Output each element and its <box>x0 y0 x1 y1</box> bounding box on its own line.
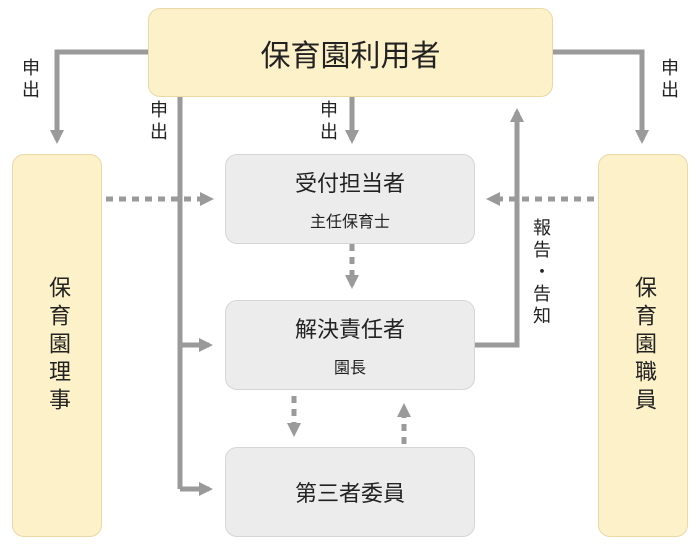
label-request-center: 申出 <box>317 100 338 144</box>
node-third-party: 第三者委員 <box>225 447 475 537</box>
label-request-right: 申出 <box>658 58 679 102</box>
node-resolver-sub: 園長 <box>333 358 366 377</box>
label-request-left: 申出 <box>19 58 40 102</box>
label-request-inner: 申出 <box>147 100 168 144</box>
node-reception-sub: 主任保育士 <box>309 212 390 231</box>
node-resolver: 解決責任者 園長 <box>225 300 475 390</box>
node-staff-label: 保育園職員 <box>631 275 656 416</box>
node-users-label: 保育園利用者 <box>260 38 441 74</box>
node-resolver-title: 解決責任者 <box>294 318 405 343</box>
arrow-users-to-board <box>50 49 148 144</box>
node-reception: 受付担当者 主任保育士 <box>225 154 475 244</box>
node-reception-title: 受付担当者 <box>294 172 405 197</box>
label-report: 報告・告知 <box>530 218 551 328</box>
node-board-label: 保育園理事 <box>45 275 70 416</box>
arrow-users-to-staff <box>553 49 649 144</box>
node-staff: 保育園職員 <box>598 154 688 537</box>
node-users: 保育園利用者 <box>148 8 553 97</box>
node-third-party-label: 第三者委員 <box>294 482 405 507</box>
node-board: 保育園理事 <box>12 154 102 537</box>
arrow-report <box>475 108 524 348</box>
